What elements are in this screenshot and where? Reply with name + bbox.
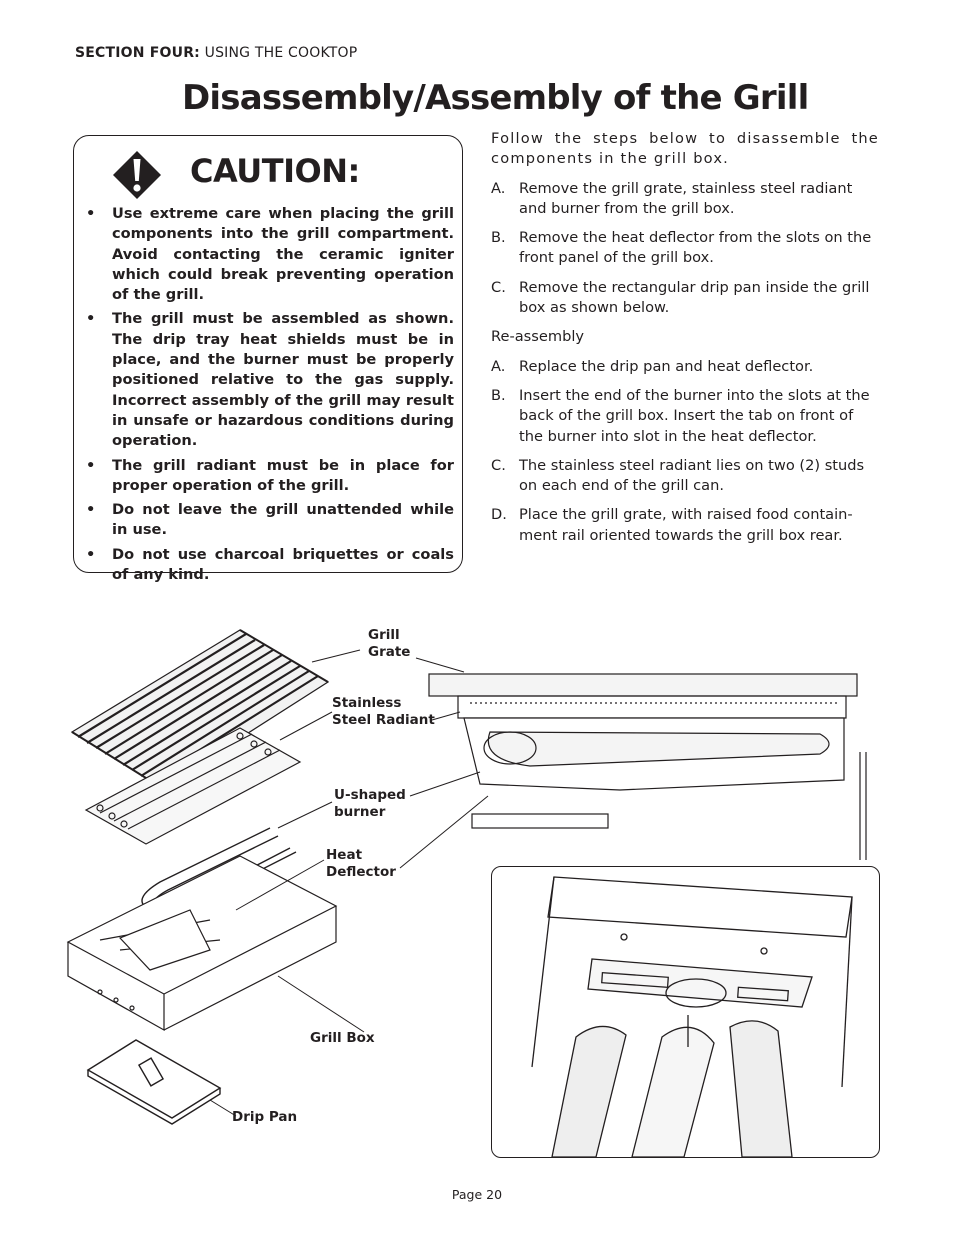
section-name: USING THE COOKTOP	[199, 45, 358, 61]
warning-diamond-icon	[113, 151, 161, 199]
label-u-shaped-burner: U-shaped burner	[334, 787, 406, 820]
caution-item: Use extreme care when placing the grill …	[86, 204, 454, 305]
step-letter: B.	[491, 229, 506, 247]
step-text: The stainless steel radiant lies on two …	[519, 456, 865, 495]
side-assembly-drawing	[428, 673, 867, 860]
grill-figure: Grill Grate Stainless Steel Radiant U-sh…	[60, 620, 900, 1165]
section-header: SECTION FOUR: USING THE COOKTOP	[75, 45, 357, 61]
drip-pan-drawing	[86, 1039, 222, 1125]
exploded-view-drawing	[66, 629, 867, 1125]
page-number: Page 20	[451, 1187, 503, 1202]
caution-item: The grill radiant must be in place for p…	[86, 456, 454, 497]
instructions-intro: Follow the steps below to disassemble th…	[491, 130, 879, 168]
caution-box: CAUTION: Use extreme care when placing t…	[73, 135, 463, 583]
reassembly-step: C. The stainless steel radiant lies on t…	[491, 456, 879, 497]
caution-title: CAUTION:	[190, 152, 360, 190]
reassembly-step: B. Insert the end of the burner into the…	[491, 386, 879, 447]
caution-item: The grill must be assembled as shown. Th…	[86, 309, 454, 451]
disassembly-step: B. Remove the heat deflector from the sl…	[491, 228, 879, 269]
reassembly-heading: Re-assembly	[491, 328, 585, 346]
leader-lines	[209, 649, 489, 1117]
label-stainless-steel-radiant: Stainless Steel Radiant	[332, 695, 435, 728]
step-text: Insert the end of the burner into the sl…	[519, 386, 870, 445]
page-title: Disassembly/Assembly of the Grill	[182, 78, 809, 118]
reassembly-step: A. Replace the drip pan and heat deflect…	[491, 357, 879, 377]
disassembly-step: A. Remove the grill grate, stainless ste…	[491, 179, 879, 220]
disassembly-step: C. Remove the rectangular drip pan insid…	[491, 278, 879, 319]
caution-list: Use extreme care when placing the grill …	[86, 204, 454, 589]
section-number: SECTION FOUR:	[75, 45, 200, 61]
caution-item: Do not use charcoal briquettes or coals …	[86, 545, 454, 586]
radiant-drawing	[84, 727, 302, 845]
step-text: Remove the rectangular drip pan inside t…	[519, 278, 870, 317]
step-text: Remove the grill grate, stainless steel …	[519, 179, 853, 217]
inset-detail-view	[491, 866, 880, 1158]
step-letter: A.	[491, 179, 506, 197]
instructions: Follow the steps below to disassemble th…	[491, 129, 879, 555]
caution-item: Do not leave the grill unattended while …	[86, 500, 454, 541]
label-heat-deflector: Heat Deflector	[326, 847, 396, 880]
reassembly-step: D. Place the grill grate, with raised fo…	[491, 505, 879, 546]
step-text: Remove the heat deflector from the slots…	[519, 229, 872, 267]
step-letter: D.	[491, 506, 507, 524]
label-grill-box: Grill Box	[310, 1030, 375, 1046]
grill-box-drawing	[66, 855, 338, 1032]
step-text: Place the grill grate, with raised food …	[519, 506, 853, 544]
burner-closeup-drawing	[531, 876, 853, 1157]
step-letter: A.	[491, 357, 506, 375]
step-letter: B.	[491, 386, 506, 404]
label-grill-grate: Grill Grate	[368, 627, 411, 660]
label-drip-pan: Drip Pan	[232, 1109, 298, 1125]
step-letter: C.	[491, 456, 506, 474]
step-letter: C.	[491, 278, 506, 296]
step-text: Replace the drip pan and heat deflector.	[519, 357, 814, 375]
